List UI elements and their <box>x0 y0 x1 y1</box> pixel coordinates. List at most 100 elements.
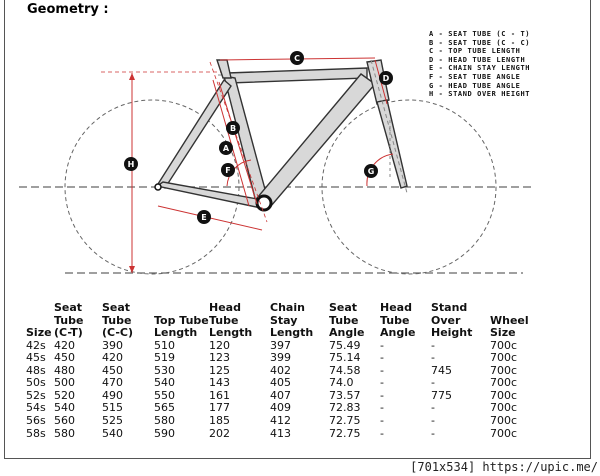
table-cell: 500 <box>54 376 75 390</box>
marker-a-circle <box>219 141 233 155</box>
seat-tube-centerline <box>209 61 268 223</box>
table-cell: 490 <box>102 388 123 402</box>
dim-b-line <box>218 81 258 205</box>
table-cell: 540 <box>102 426 123 440</box>
table-cell: 590 <box>154 426 175 440</box>
table-cell: 520 <box>54 388 75 402</box>
table-cell: 143 <box>209 376 230 390</box>
column-header-line: Tube <box>380 313 410 327</box>
column-header: Size <box>26 302 54 340</box>
dim-a-line <box>212 79 250 207</box>
column-header-line: Top Tube <box>154 313 209 327</box>
fork <box>376 99 408 189</box>
column-header-line: Tube <box>54 313 84 327</box>
table-cell: 525 <box>102 414 123 428</box>
marker-e-circle <box>197 210 211 224</box>
column-header-line: Seat <box>54 301 83 314</box>
table-cell: 515 <box>102 401 123 415</box>
column-header-line: Length <box>209 326 253 339</box>
table-cell: - <box>380 401 384 415</box>
table-cell: 700c <box>490 426 518 440</box>
column-header-line: (C-T) <box>54 326 83 339</box>
marker-h-circle <box>124 157 138 171</box>
table-cell: - <box>380 426 384 440</box>
legend-item: A - SEAT TUBE (C - T) <box>429 30 531 38</box>
table-cell: 202 <box>209 426 230 440</box>
column-header-line: Chain <box>270 301 305 314</box>
column-header-line: Stand <box>431 301 468 314</box>
marker-c: C <box>294 54 300 63</box>
bike-frame <box>155 59 408 209</box>
column-header-line: Size <box>26 326 52 339</box>
table-cell: 185 <box>209 414 230 428</box>
table-cell: - <box>431 351 435 365</box>
table-cell: 480 <box>54 363 75 377</box>
table-cell: 775 <box>431 388 452 402</box>
marker-g: G <box>368 167 375 176</box>
table-cell: 420 <box>54 338 75 352</box>
table-cell: 399 <box>270 351 291 365</box>
marker-a: A <box>223 144 230 153</box>
table-cell: - <box>431 401 435 415</box>
table-cell: 390 <box>102 338 123 352</box>
table-cell: 700c <box>490 401 518 415</box>
table-cell: 510 <box>154 338 175 352</box>
table-cell: 530 <box>154 363 175 377</box>
table-cell: 125 <box>209 363 230 377</box>
chain-stay <box>155 181 264 209</box>
table-cell: - <box>380 376 384 390</box>
table-cell: 550 <box>154 388 175 402</box>
table-cell: 402 <box>270 363 291 377</box>
table-cell: 450 <box>102 363 123 377</box>
table-cell: 48s <box>26 363 46 377</box>
table-cell: 540 <box>54 401 75 415</box>
legend-item: C - TOP TUBE LENGTH <box>429 47 521 56</box>
table-cell: 407 <box>270 388 291 402</box>
table-cell: 58s <box>26 426 46 440</box>
marker-b-circle <box>226 121 240 135</box>
column-header-line: (C-C) <box>102 326 134 339</box>
standover-arrow-top <box>129 73 135 80</box>
table-cell: 580 <box>154 414 175 428</box>
table-cell: 700c <box>490 351 518 365</box>
frame-geometry-diagram: C D B A F H G E <box>19 51 535 275</box>
table-cell: 72.75 <box>329 414 361 428</box>
table-cell: 405 <box>270 376 291 390</box>
table-cell: 450 <box>54 351 75 365</box>
table-cell: 409 <box>270 401 291 415</box>
table-cell: 50s <box>26 376 46 390</box>
column-header-line: Head <box>380 301 412 314</box>
column-header-line: Seat <box>102 301 131 314</box>
table-cell: 74.0 <box>329 376 354 390</box>
front-wheel <box>321 99 497 275</box>
marker-e: E <box>201 213 206 222</box>
table-cell: - <box>380 363 384 377</box>
table-cell: 700c <box>490 363 518 377</box>
down-tube <box>255 73 377 207</box>
column-header-line: Over <box>431 313 461 327</box>
table-cell: 565 <box>154 401 175 415</box>
table-cell: - <box>380 351 384 365</box>
table-cell: - <box>380 414 384 428</box>
watermark-text: [701x534] https://upic.me/ <box>410 460 598 474</box>
table-cell: 580 <box>54 426 75 440</box>
table-cell: - <box>431 414 435 428</box>
marker-f: F <box>225 166 230 175</box>
column-header-line: Seat <box>329 301 358 314</box>
table-cell: 72.83 <box>329 401 361 415</box>
geometry-heading: Geometry : <box>27 2 109 17</box>
column-header-line: Angle <box>329 326 365 339</box>
table-cell: 519 <box>154 351 175 365</box>
legend-item: E - CHAIN STAY LENGTH <box>429 64 531 73</box>
column-header-line: Length <box>154 326 198 339</box>
